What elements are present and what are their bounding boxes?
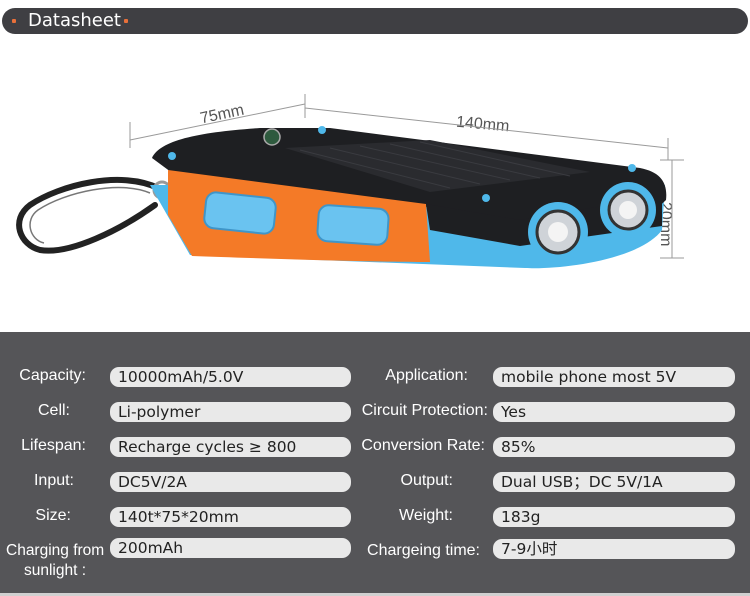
flashlight-left	[528, 202, 588, 262]
dimension-lines	[129, 94, 684, 259]
cell-value: Li-polymer	[110, 402, 351, 422]
charging-from-sunlight-label-line2: sunlight :	[24, 562, 87, 579]
header-left-dot-icon	[12, 19, 16, 23]
conversion-rate-label: Conversion Rate:	[361, 437, 485, 454]
lifespan-label: Lifespan:	[21, 437, 86, 454]
lifespan-value: Recharge cycles ≥ 800	[110, 437, 351, 457]
cell-label: Cell:	[37, 402, 70, 419]
circuit-protection-value: Yes	[493, 402, 735, 422]
output-value: Dual USB；DC 5V/1A	[493, 472, 735, 492]
compass-icon	[263, 128, 281, 146]
charging-from-sunlight-value: 200mAh	[110, 538, 351, 558]
input-label: Input:	[33, 472, 74, 489]
datasheet-header: Datasheet	[2, 8, 748, 34]
input-value: DC5V/2A	[110, 472, 351, 492]
header-right-dot-icon	[124, 19, 128, 23]
power-bank-illustration	[16, 94, 684, 269]
size-value: 140t*75*20mm	[110, 507, 351, 527]
output-label: Output:	[400, 472, 453, 489]
panel-bottom-divider	[0, 593, 750, 596]
application-value: mobile phone most 5V	[493, 367, 735, 387]
charging-time-label: Chargeing time:	[367, 542, 480, 559]
weight-label: Weight:	[399, 507, 453, 524]
carabiner	[16, 176, 172, 254]
size-label: Size:	[35, 507, 71, 524]
conversion-rate-value: 85%	[493, 437, 735, 457]
weight-value: 183g	[493, 507, 735, 527]
circuit-protection-label: Circuit Protection:	[361, 402, 488, 419]
capacity-value: 10000mAh/5.0V	[110, 367, 351, 387]
charging-time-value: 7-9小时	[493, 539, 735, 559]
capacity-label: Capacity:	[19, 367, 86, 384]
application-label: Application:	[385, 367, 468, 384]
page-title: Datasheet	[28, 10, 121, 31]
flashlight-right	[600, 182, 656, 238]
charging-from-sunlight-label-line1: Charging from	[6, 542, 105, 559]
